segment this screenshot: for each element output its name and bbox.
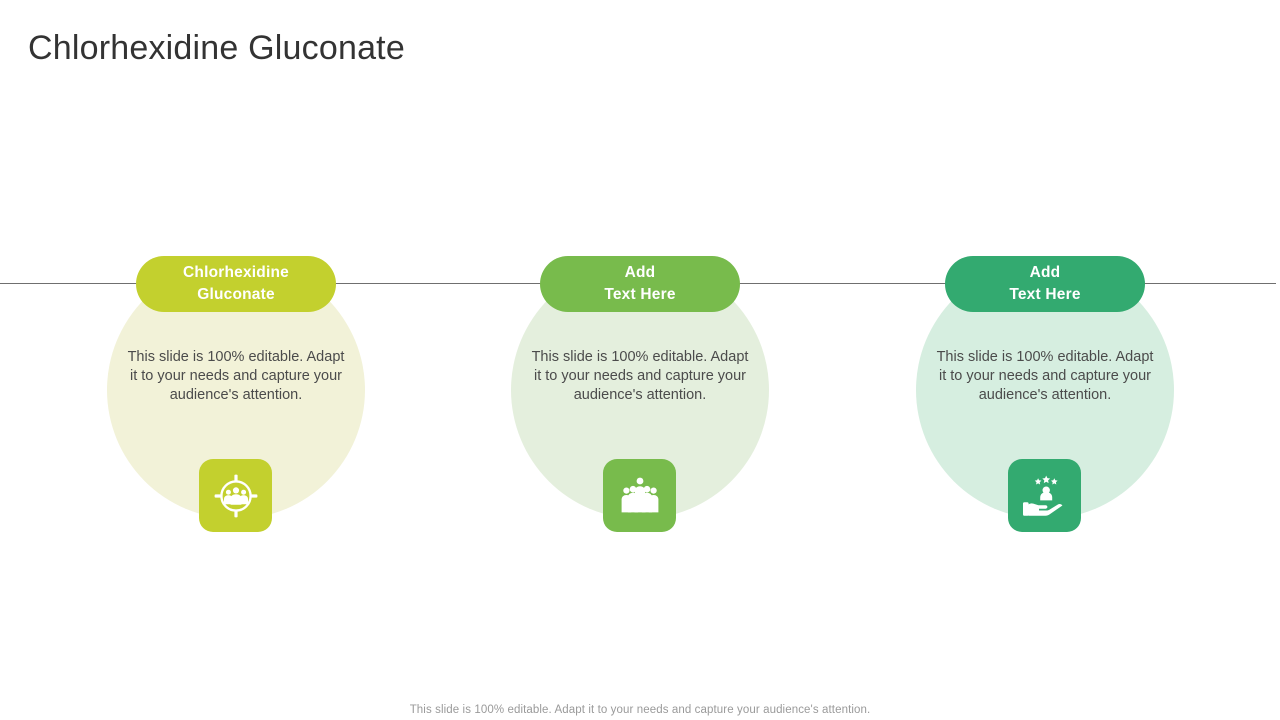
card-heading-pill[interactable]: Add Text Here: [540, 256, 740, 312]
target-audience-icon: [214, 474, 257, 517]
card-icon-tile[interactable]: [1008, 459, 1081, 532]
card-heading-line-2: Text Here: [604, 286, 676, 303]
card-body-text: This slide is 100% editable. Adapt it to…: [936, 349, 1154, 403]
card-icon-tile[interactable]: [603, 459, 676, 532]
card-heading-pill[interactable]: Chlorhexidine Gluconate: [136, 256, 336, 312]
card-body-text: This slide is 100% editable. Adapt it to…: [531, 349, 749, 403]
card-heading-line-1: Add: [624, 264, 656, 281]
card-heading-line-2: Gluconate: [197, 286, 275, 303]
card-body-text: This slide is 100% editable. Adapt it to…: [127, 349, 345, 403]
card-icon-tile[interactable]: [199, 459, 272, 532]
card-heading-pill[interactable]: Add Text Here: [945, 256, 1145, 312]
page-title: Chlorhexidine Gluconate: [28, 29, 405, 67]
card-heading-line-1: Add: [1029, 264, 1061, 281]
people-group-icon: [621, 477, 658, 512]
card-1[interactable]: Chlorhexidine Gluconate This slide is 10…: [76, 0, 396, 720]
card-3[interactable]: Add Text Here This slide is 100% editabl…: [885, 0, 1205, 720]
card-heading-line-1: Chlorhexidine: [183, 264, 289, 281]
card-heading-line-2: Text Here: [1009, 286, 1081, 303]
footer-note: This slide is 100% editable. Adapt it to…: [409, 704, 871, 716]
card-2[interactable]: Add Text Here This slide is 100% editabl…: [480, 0, 800, 720]
hand-holding-person-stars-icon: [1022, 475, 1062, 516]
